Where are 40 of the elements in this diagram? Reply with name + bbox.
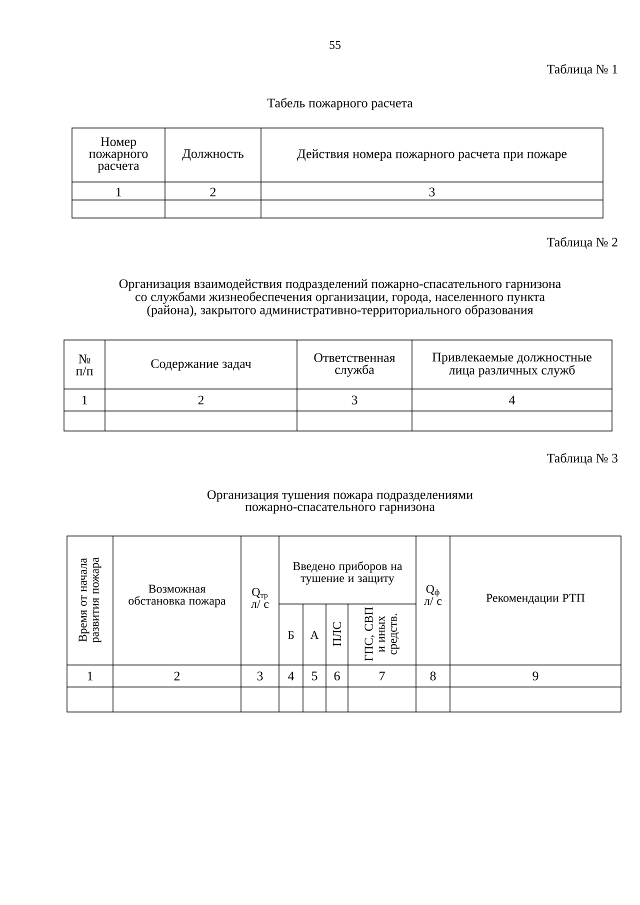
column-number: 8 bbox=[430, 672, 436, 680]
column-number: 4 bbox=[288, 672, 294, 680]
header-text: Рекомендации РТП bbox=[486, 594, 585, 604]
column-number: 2 bbox=[198, 396, 204, 404]
table-title: Табель пожарного расчета bbox=[267, 98, 413, 110]
table-title: Организация взаимодействия подразделений пожарно-спасательного гарнизона со службами жизнеобеспечения организации, города, населенного пункта (района), закрытого административно-территориального образования bbox=[119, 279, 561, 317]
header-text: Содержание задач bbox=[151, 359, 252, 371]
header-text: Должность bbox=[182, 149, 244, 161]
header-text: № п/п bbox=[76, 354, 93, 376]
column-number: 5 bbox=[312, 672, 318, 680]
column-number: 1 bbox=[82, 396, 87, 404]
header-text: А bbox=[310, 631, 319, 639]
column-number: 9 bbox=[532, 672, 538, 680]
header-text: Б bbox=[288, 631, 294, 639]
table-caption: Таблица № 3 bbox=[547, 453, 618, 465]
column-number: 1 bbox=[116, 188, 121, 196]
column-number: 6 bbox=[334, 672, 340, 680]
header-text: Время от начала развития пожара bbox=[78, 557, 102, 643]
column-number: 2 bbox=[210, 188, 216, 196]
column-number: 3 bbox=[352, 396, 358, 404]
header-text: Действия номера пожарного расчета при пожаре bbox=[297, 149, 567, 161]
header-text: ГПС, СВП и иных средств. bbox=[364, 607, 400, 661]
header-text: Введено приборов на тушение и защиту bbox=[293, 561, 402, 585]
header-text: ПЛС bbox=[332, 622, 342, 646]
column-number: 4 bbox=[509, 396, 516, 404]
header-text: Номер пожарного расчета bbox=[89, 137, 148, 173]
table-caption: Таблица № 1 bbox=[547, 64, 618, 76]
column-number: 1 bbox=[88, 672, 92, 680]
header-text: Привлекаемые должностные лица различных служб bbox=[432, 352, 592, 378]
table-title: Организация тушения пожара подразделениями пожарно-спасательного гарнизона bbox=[207, 490, 473, 514]
header-text: Q$_{ф}$ л/ с bbox=[424, 584, 442, 606]
header-text: Ответственная служба bbox=[314, 353, 396, 377]
table-caption: Таблица № 2 bbox=[547, 237, 618, 249]
column-number: 7 bbox=[380, 672, 385, 680]
page-number: 55 bbox=[330, 41, 341, 49]
header-text: Q$_{тр}$ л/ с bbox=[251, 588, 269, 608]
header-text: Возможная обстановка пожара bbox=[128, 584, 226, 608]
column-number: 3 bbox=[257, 672, 263, 680]
column-number: 3 bbox=[429, 188, 435, 196]
column-number: 2 bbox=[174, 672, 180, 680]
